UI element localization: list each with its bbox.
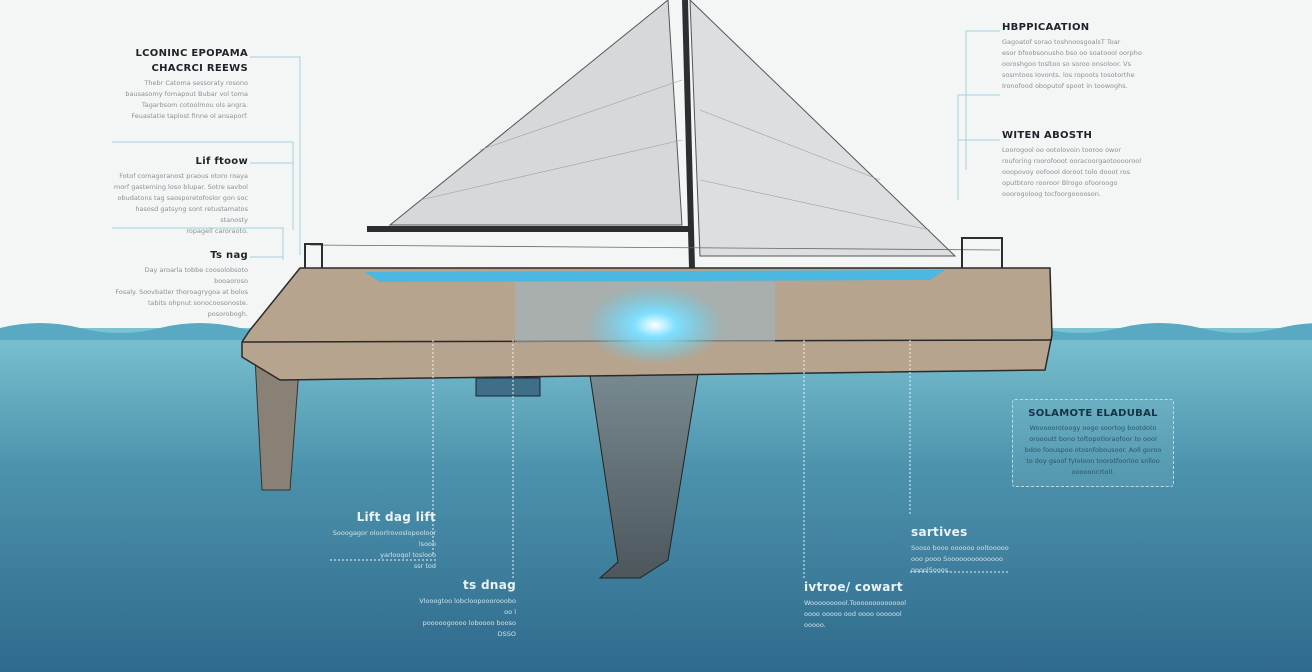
callout-box: SOLAMOTE ELADUBAL Wovooorotoogy oogo soo… (1012, 399, 1174, 487)
label-block-1: Lif ftoow Fotof comagoranost praous otor… (113, 156, 248, 235)
jib-sail (689, 0, 957, 257)
deck-glow (365, 270, 945, 282)
underwater-label-0: Lift dag lift Sooogagor oloorlrovoslopoo… (332, 510, 436, 570)
label-block-right-1: WITEN ABOSTH Loorogool oo ootolovoin too… (1002, 130, 1142, 198)
underwater-label-3: ivtroe/ cowart Woooooooool.Toooooooooooo… (804, 580, 907, 629)
leader-lines (112, 30, 1000, 260)
mast (682, 0, 695, 269)
label-block-right-0: HBPPICAATION Gagoatof sorao toshnoosgoal… (1002, 22, 1142, 90)
fitting (475, 377, 541, 397)
label-block-0: LCONINC EPOPAMA CHACRCI REEWS Thebr Cato… (120, 48, 248, 122)
mainsail (388, 0, 683, 226)
underwater-label-1: ts dnag Vlooogtoo lobcloopooorooobo oo l… (419, 578, 516, 638)
flow-glow (585, 285, 725, 365)
label-block-2: Ts nag Day aroarla tobbe coosolobsoto bo… (115, 250, 248, 318)
